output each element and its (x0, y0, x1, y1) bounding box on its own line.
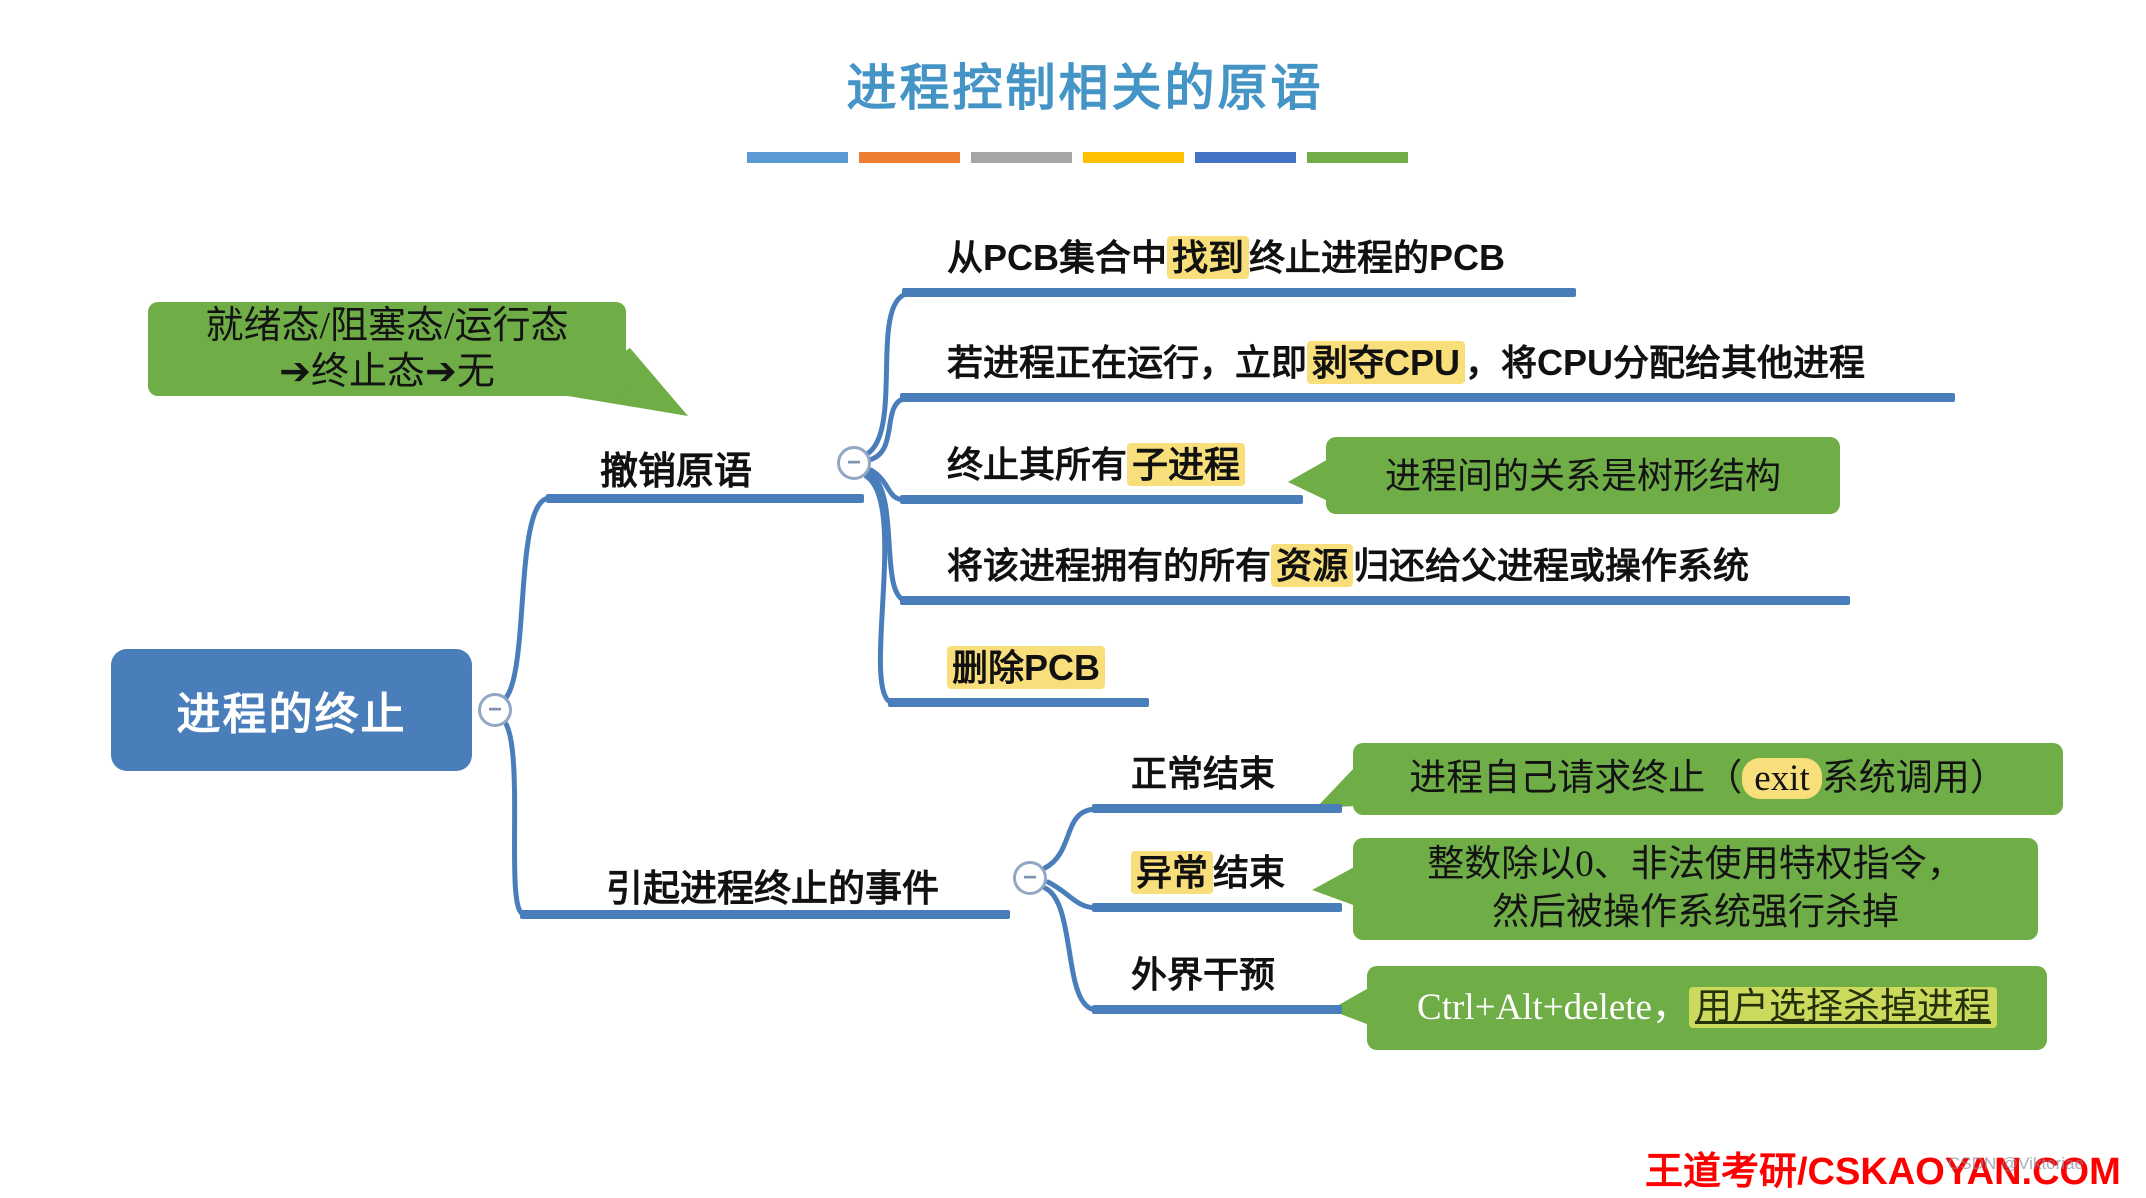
callout-highlight-exit: exit (1742, 758, 1822, 799)
step-highlight: 子进程 (1127, 443, 1246, 486)
connector-root-events (494, 714, 527, 917)
state-callout-line1: 就绪态/阻塞态/运行态 (205, 305, 569, 347)
collapse-toggle-revoke[interactable]: − (837, 446, 871, 480)
callout-highlight-user-kill: 用户选择杀掉进程 (1688, 987, 1997, 1028)
legend-bar-orange (859, 152, 960, 163)
step-highlight: 资源 (1271, 544, 1354, 587)
watermark-text: CSDN @Viktoriae (1948, 1154, 2084, 1173)
tree-structure-callout: 进程间的关系是树形结构 (1326, 437, 1840, 514)
legend-bar-blue (747, 152, 848, 163)
step-underline (900, 393, 1955, 402)
callout-pointer-tree (1288, 458, 1330, 502)
legend-bar-dark-blue (1195, 152, 1296, 163)
revoke-step-delete-pcb: 删除PCB (947, 646, 1106, 690)
step-highlight: 剥夺CPU (1307, 341, 1466, 384)
brand-text: 王道考研/CSKAOYAN.COM (1645, 1151, 2121, 1193)
event-normal-end: 正常结束 (1131, 752, 1275, 796)
event-underline (1092, 1005, 1342, 1014)
step-underline (900, 495, 1303, 504)
event-abnormal-end: 异常结束 (1131, 851, 1285, 895)
tree-callout-text: 进程间的关系是树形结构 (1384, 455, 1781, 496)
callout-text: 系统调用） (1821, 758, 2007, 799)
step-text: 终止进程的PCB (1249, 237, 1506, 278)
connector-root-revoke (494, 495, 553, 706)
root-node-label: 进程的终止 (176, 690, 407, 739)
step-highlight: 找到 (1167, 236, 1250, 279)
legend-bar-gold (1083, 152, 1184, 163)
event-underline (1092, 804, 1342, 813)
abnormal-end-callout: 整数除以0、非法使用特权指令， 然后被操作系统强行杀掉 (1353, 838, 2038, 940)
event-text: 正常结束 (1131, 753, 1276, 794)
step-text: 若进程正在运行，立即 (947, 342, 1308, 383)
callout-pointer-normal (1316, 766, 1356, 808)
event-highlight: 异常 (1131, 851, 1214, 894)
abnormal-callout-line1: 整数除以0、非法使用特权指令， (1427, 844, 1964, 885)
legend-bar-green (1307, 152, 1408, 163)
step-text: 终止其所有 (947, 444, 1128, 485)
step-text: 从PCB集合中 (947, 237, 1168, 278)
abnormal-callout-line2: 然后被操作系统强行杀掉 (1492, 892, 1899, 933)
callout-pointer-abnormal (1312, 866, 1356, 906)
state-callout-line2: ➔终止态➔无 (279, 351, 495, 393)
branch-revoke-primitive: 撤销原语 (600, 451, 753, 493)
collapse-toggle-root[interactable]: − (478, 693, 512, 727)
callout-text: 进程自己请求终止（ (1409, 758, 1743, 799)
collapse-toggle-events[interactable]: − (1013, 861, 1047, 895)
step-underline (900, 596, 1850, 605)
connector-events-external (1042, 885, 1099, 1013)
external-callout-text: Ctrl+Alt+delete，用户选择杀掉进程 (1417, 984, 1997, 1032)
callout-text: Ctrl+Alt+delete， (1417, 987, 1689, 1028)
event-text: 外界干预 (1131, 954, 1276, 995)
event-external-intervention: 外界干预 (1131, 953, 1275, 997)
external-intervention-callout: Ctrl+Alt+delete，用户选择杀掉进程 (1367, 966, 2047, 1050)
step-underline (902, 288, 1576, 297)
connector-events-abnormal (1045, 879, 1099, 911)
branch-revoke-underline (546, 494, 864, 503)
callout-pointer-external (1330, 986, 1372, 1026)
event-text: 结束 (1213, 852, 1286, 893)
step-text: ，将CPU分配给其他进程 (1465, 342, 1866, 383)
step-text: 将该进程拥有的所有 (947, 545, 1272, 586)
connector-revoke-step4 (866, 470, 909, 604)
page-title: 进程控制相关的原语 (846, 60, 1324, 116)
connector-revoke-step5 (863, 473, 895, 706)
event-underline (1092, 903, 1342, 912)
revoke-step-deprive-cpu: 若进程正在运行，立即剥夺CPU，将CPU分配给其他进程 (947, 341, 1865, 385)
step-highlight: 删除PCB (947, 646, 1106, 689)
step-underline (888, 698, 1149, 707)
root-node-process-termination: 进程的终止 (111, 649, 472, 771)
branch-termination-events: 引起进程终止的事件 (606, 868, 939, 909)
revoke-step-return-resources: 将该进程拥有的所有资源归还给父进程或操作系统 (947, 544, 1749, 588)
revoke-step-find-pcb: 从PCB集合中找到终止进程的PCB (947, 236, 1505, 280)
legend-bar-gray (971, 152, 1072, 163)
revoke-step-kill-children: 终止其所有子进程 (947, 443, 1246, 487)
connector-revoke-step1 (864, 291, 909, 457)
connector-revoke-step2 (866, 395, 909, 463)
state-transition-callout: 就绪态/阻塞态/运行态 ➔终止态➔无 (148, 302, 626, 396)
step-text: 归还给父进程或操作系统 (1353, 545, 1750, 586)
connector-events-normal (1042, 806, 1099, 871)
branch-events-underline (520, 910, 1010, 919)
